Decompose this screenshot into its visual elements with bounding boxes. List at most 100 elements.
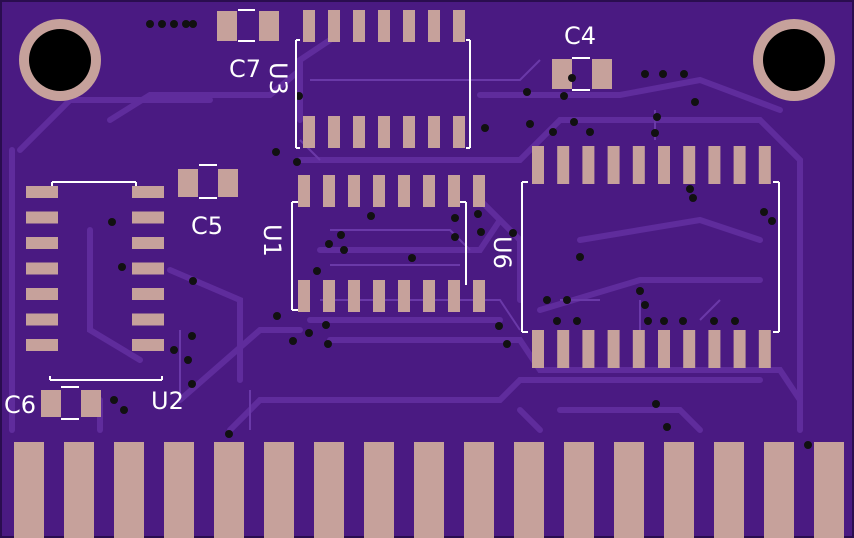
edge-contact <box>664 442 694 538</box>
via <box>322 321 330 329</box>
via <box>225 430 233 438</box>
via <box>636 287 644 295</box>
u1-pad <box>323 280 335 312</box>
via <box>158 20 166 28</box>
u3-pad <box>378 116 390 148</box>
u6-pad <box>632 146 645 184</box>
via <box>325 240 333 248</box>
vias <box>108 20 812 449</box>
via <box>644 317 652 325</box>
label-c5: C5 <box>191 212 223 240</box>
via <box>679 317 687 325</box>
u1-pad <box>423 280 435 312</box>
label-u3: U3 <box>264 62 292 95</box>
u6-pad <box>557 330 570 368</box>
edge-contact <box>364 442 394 538</box>
u2-pad <box>132 237 164 249</box>
via <box>710 317 718 325</box>
u2-pad <box>132 313 164 326</box>
via <box>768 217 776 225</box>
via <box>182 20 190 28</box>
u3-pad <box>353 116 365 148</box>
via <box>451 214 459 222</box>
via <box>568 74 576 82</box>
via <box>188 380 196 388</box>
edge-connector <box>14 442 844 538</box>
u2-pad <box>26 313 58 326</box>
silkscreen-labels: C4 C5 C6 C7 U2 U3 U1 U6 <box>4 22 596 419</box>
via <box>731 317 739 325</box>
u1-pad <box>448 175 460 207</box>
u2-pad <box>26 262 58 275</box>
via <box>474 210 482 218</box>
u6-pad <box>733 330 746 368</box>
via <box>549 128 557 136</box>
label-c6: C6 <box>4 391 36 419</box>
via <box>686 185 694 193</box>
via <box>526 120 534 128</box>
via <box>660 317 668 325</box>
label-c7: C7 <box>229 55 261 83</box>
label-u6: U6 <box>488 236 516 269</box>
via <box>653 113 661 121</box>
via <box>641 301 649 309</box>
u1-pad <box>398 280 410 312</box>
u2-pad <box>132 262 164 275</box>
capacitor-pad <box>81 390 101 417</box>
via <box>170 346 178 354</box>
via <box>652 400 660 408</box>
via <box>523 88 531 96</box>
capacitor-pad <box>552 59 572 89</box>
via <box>170 20 178 28</box>
u6-pad <box>708 146 721 184</box>
u6-pad <box>758 146 771 184</box>
via <box>184 356 192 364</box>
mounting-hole <box>29 29 91 91</box>
u3-pad <box>328 116 340 148</box>
capacitor-pad <box>218 169 238 197</box>
edge-contact <box>214 442 244 538</box>
u1-pad <box>373 175 385 207</box>
u3-pad <box>378 10 390 42</box>
capacitor-footprints <box>41 11 612 417</box>
edge-contact <box>414 442 444 538</box>
u3-pad <box>403 116 415 148</box>
u6-pad <box>708 330 721 368</box>
label-u2: U2 <box>151 387 184 415</box>
edge-contact <box>164 442 194 538</box>
u3-pad <box>453 116 465 148</box>
capacitor-pad <box>217 11 237 41</box>
u3-pad <box>428 10 440 42</box>
via <box>651 129 659 137</box>
edge-contact <box>814 442 844 538</box>
u1-pad <box>448 280 460 312</box>
u3-pad <box>453 10 465 42</box>
via <box>553 317 561 325</box>
edge-contact <box>264 442 294 538</box>
via <box>313 267 321 275</box>
u6-pad <box>658 146 670 184</box>
via <box>305 329 313 337</box>
mounting-hole <box>763 29 825 91</box>
u2-pad <box>132 211 164 224</box>
via <box>509 229 517 237</box>
u2-pad <box>26 237 58 249</box>
u6-pad <box>658 330 670 368</box>
u6-pad <box>607 146 620 184</box>
via <box>560 92 568 100</box>
u2-pad <box>26 211 58 224</box>
via <box>576 253 584 261</box>
u1-pad <box>348 280 360 312</box>
u1-pad <box>473 175 485 207</box>
u2-pad <box>26 288 58 300</box>
u1-pad <box>298 175 310 207</box>
via <box>641 70 649 78</box>
u6-pad <box>632 330 645 368</box>
via <box>120 406 128 414</box>
via <box>760 208 768 216</box>
via <box>146 20 154 28</box>
via <box>543 296 551 304</box>
via <box>659 70 667 78</box>
